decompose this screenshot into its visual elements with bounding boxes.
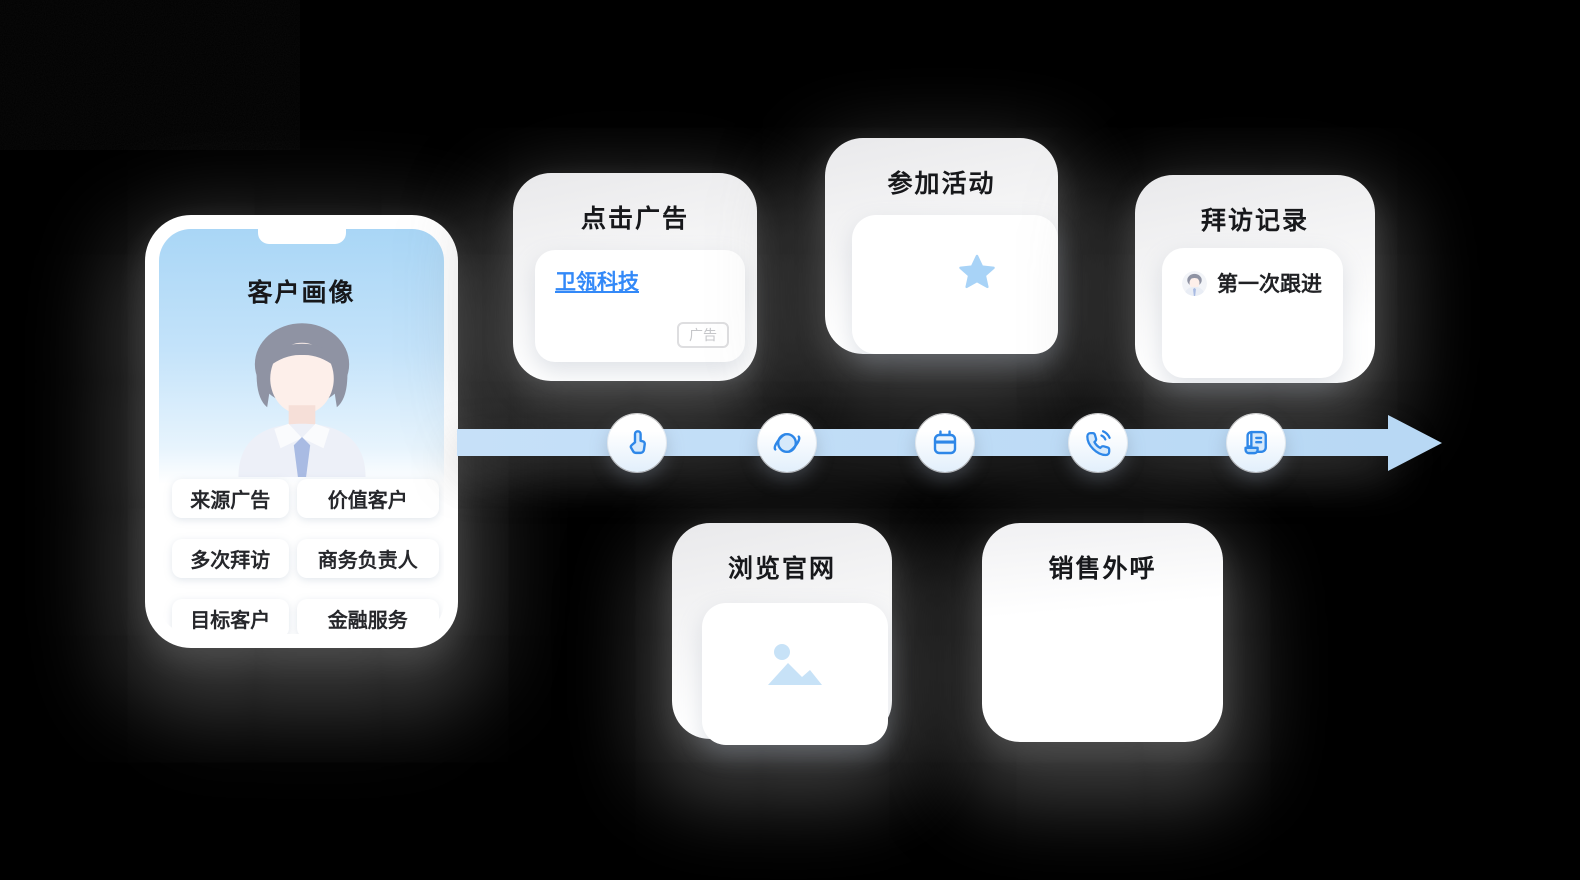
record-icon xyxy=(1244,430,1267,455)
timeline-node-phone xyxy=(1069,414,1127,472)
grain-overlay xyxy=(0,0,300,150)
visit-preview: 第一次跟进 xyxy=(1162,248,1343,378)
profile-tag: 多次拜访 xyxy=(172,539,289,578)
customer-avatar xyxy=(237,323,366,477)
ad-badge: 广告 xyxy=(677,322,729,348)
event-card: 参加活动 xyxy=(825,138,1058,354)
phone-call-icon xyxy=(1086,430,1111,457)
profile-tag: 金融服务 xyxy=(296,599,439,634)
profile-tag: 目标客户 xyxy=(172,599,289,634)
star-icon xyxy=(959,254,995,289)
website-card: 浏览官网 xyxy=(672,523,892,745)
profile-tag: 来源广告 xyxy=(172,479,289,518)
profile-tag: 价值客户 xyxy=(296,479,439,518)
visit-note: 第一次跟进 xyxy=(1217,273,1322,296)
event-title: 参加活动 xyxy=(887,170,996,198)
visit-record-title: 拜访记录 xyxy=(1200,207,1309,235)
website-title: 浏览官网 xyxy=(727,555,836,583)
timeline-node-click xyxy=(608,414,666,472)
website-preview xyxy=(702,603,888,745)
image-placeholder-icon xyxy=(768,644,822,686)
calendar-icon xyxy=(933,430,957,455)
profile-tag-list: 来源广告 价值客户 多次拜访 商务负责人 目标客户 金融服务 xyxy=(172,479,439,634)
visit-entry: 第一次跟进 xyxy=(1182,268,1322,298)
ad-click-title: 点击广告 xyxy=(580,205,689,233)
mini-avatar-icon xyxy=(1182,270,1207,296)
phone-screen: 客户画像 来源广告 价值客户 多次拜访 商务负责人 目标客户 金融服务 xyxy=(159,229,444,634)
profile-title: 客户画像 xyxy=(247,279,356,307)
timeline-node-calendar xyxy=(916,414,974,472)
ad-link[interactable]: 卫瓴科技 xyxy=(555,271,639,294)
customer-profile-card: 客户画像 来源广告 价值客户 多次拜访 商务负责人 目标客户 金融服务 xyxy=(145,215,458,648)
sales-call-title: 销售外呼 xyxy=(1048,555,1157,583)
profile-tag: 商务负责人 xyxy=(296,539,439,578)
timeline-node-record xyxy=(1227,414,1285,472)
visit-record-card: 拜访记录 第一次跟进 xyxy=(1135,175,1375,383)
ad-click-card: 点击广告 卫瓴科技 广告 xyxy=(513,173,757,381)
event-preview xyxy=(852,215,1058,354)
click-icon xyxy=(629,430,646,455)
timeline-arrow-head xyxy=(1388,415,1442,471)
timeline-node-browser xyxy=(758,414,816,472)
browser-icon xyxy=(773,433,801,453)
sales-call-card: 销售外呼 xyxy=(982,523,1223,742)
phone-notch xyxy=(257,229,346,244)
ad-preview: 卫瓴科技 广告 xyxy=(535,250,745,362)
